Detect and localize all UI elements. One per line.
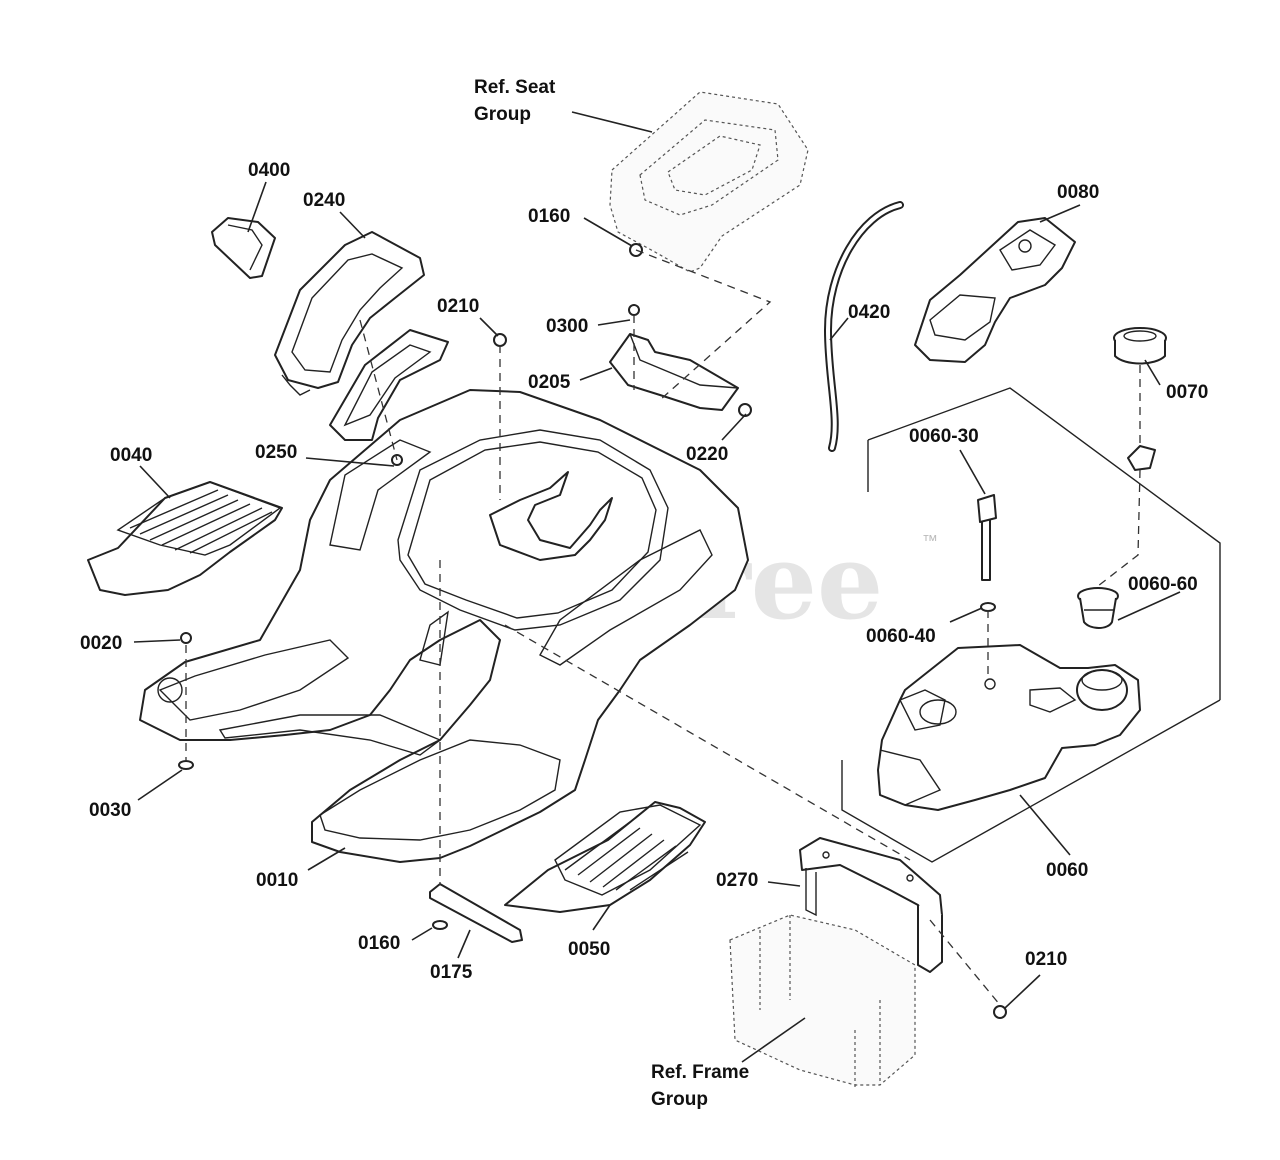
fuel-cap-part: [1113, 327, 1167, 365]
seat-bracket-part: [609, 333, 739, 411]
label-0020: 0020: [80, 633, 122, 654]
label-0400: 0400: [248, 160, 290, 181]
seat-plate-part: [329, 329, 449, 441]
label-0270: 0270: [716, 870, 758, 891]
label-0010: 0010: [256, 870, 298, 891]
fuel-tank-part: [877, 644, 1141, 811]
fuel-tank-cover-part: [914, 217, 1076, 363]
label-0040: 0040: [110, 445, 152, 466]
label-0080: 0080: [1057, 182, 1099, 203]
frame-reference-outline: [729, 914, 916, 1090]
right-footrest-part: [504, 801, 706, 913]
fuel-hose-part: [823, 201, 904, 452]
knob-part: [211, 217, 276, 279]
label-0050: 0050: [568, 939, 610, 960]
label-0160-top: 0160: [528, 206, 570, 227]
assembly-dashed-lines: [185, 249, 1141, 1006]
seat-reference-outline: [609, 91, 809, 273]
label-0205: 0205: [528, 372, 571, 393]
leader-lines: [133, 111, 1181, 1063]
left-footrest-part: [87, 481, 283, 596]
callout-labels: Ref. Seat Group 0400 0240 0160 0210 0300…: [80, 77, 1208, 1110]
support-bracket-part: [799, 837, 943, 973]
label-0210-bottom: 0210: [1025, 949, 1067, 970]
fuel-sender-part: [977, 494, 997, 612]
label-0240: 0240: [303, 190, 345, 211]
label-0220: 0220: [686, 444, 728, 465]
seat-pad-part: [274, 231, 425, 396]
ref-frame-label-line1: Ref. Frame: [651, 1062, 749, 1083]
label-0060-30: 0060-30: [909, 426, 979, 447]
label-0070: 0070: [1166, 382, 1208, 403]
label-0420: 0420: [848, 302, 890, 323]
hardware-fasteners: [178, 243, 1007, 1019]
strap-part: [429, 883, 523, 943]
fuel-filter-part: [1077, 587, 1119, 629]
label-0060-40: 0060-40: [866, 626, 936, 647]
label-0160-bottom: 0160: [358, 933, 400, 954]
trademark-symbol: ™: [922, 533, 938, 550]
ref-frame-label-line2: Group: [651, 1089, 708, 1110]
ref-seat-label-line2: Group: [474, 104, 531, 125]
ref-seat-label-line1: Ref. Seat: [474, 77, 556, 98]
label-0175: 0175: [430, 962, 473, 983]
label-0060-60: 0060-60: [1128, 574, 1198, 595]
cap-tether-part: [1127, 445, 1156, 471]
label-0210-top: 0210: [437, 296, 479, 317]
label-0300: 0300: [546, 316, 588, 337]
label-0250: 0250: [255, 442, 297, 463]
rear-body-panel: [139, 389, 749, 863]
fuel-tank-group-bracket: [841, 387, 1221, 863]
label-0030: 0030: [89, 800, 131, 821]
label-0060: 0060: [1046, 860, 1088, 881]
